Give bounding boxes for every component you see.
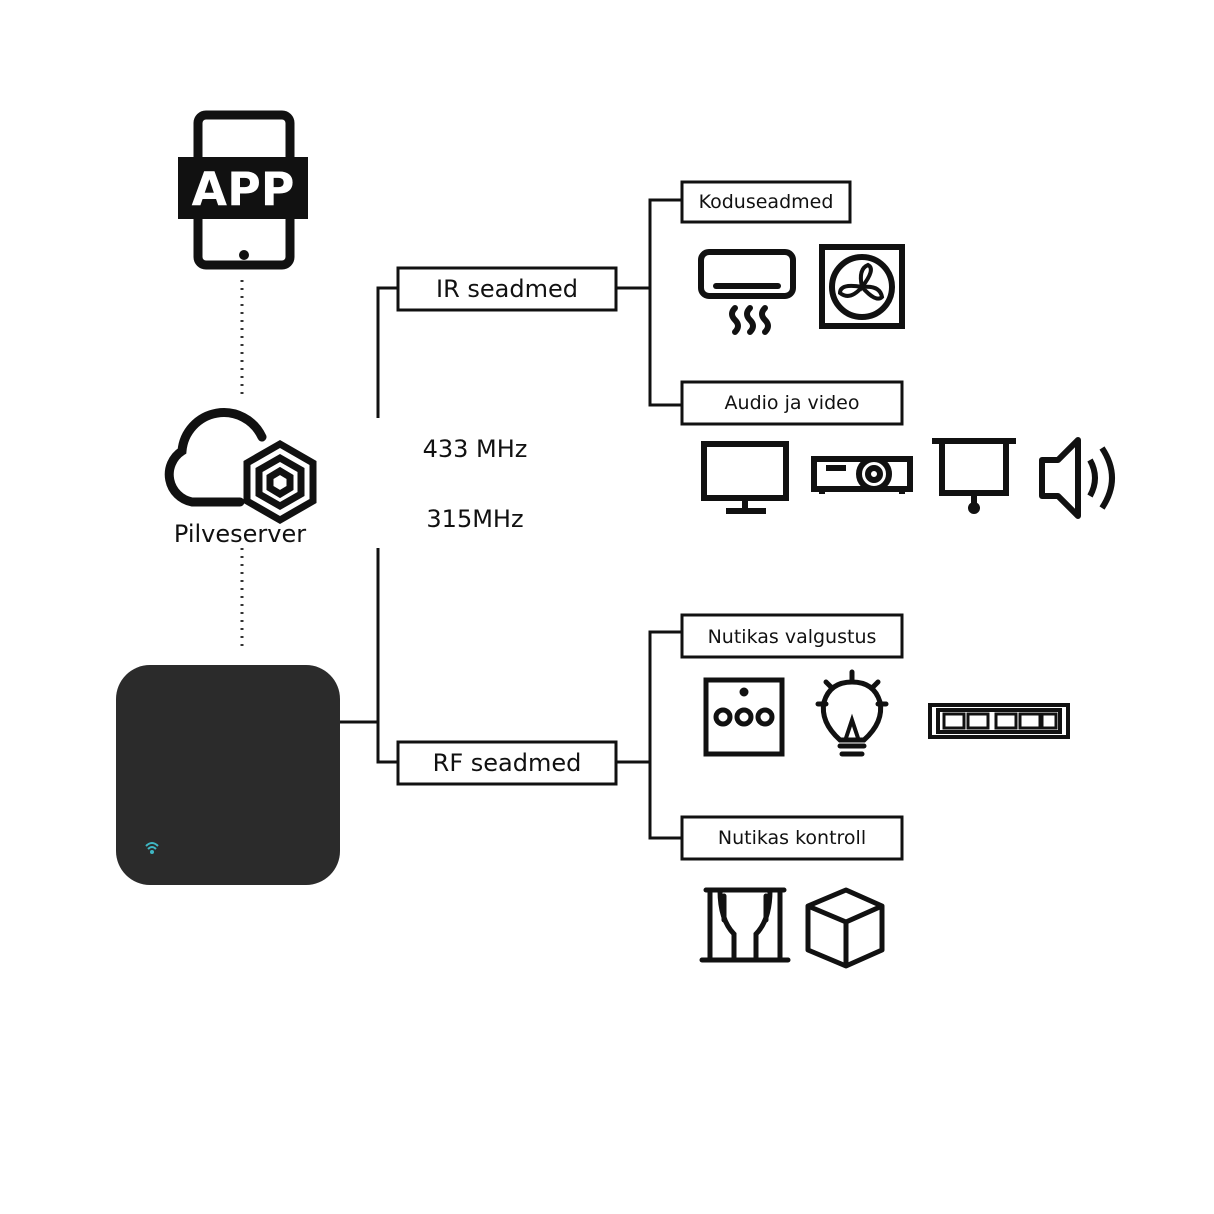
ir-devices-label: IR seadmed	[436, 275, 578, 303]
rf-devices-box: RF seadmed	[396, 740, 618, 786]
rf-devices-label: RF seadmed	[433, 749, 582, 777]
app-phone-icon: APP	[178, 110, 308, 270]
ir-devices-box: IR seadmed	[396, 266, 618, 312]
projector-icon	[811, 456, 913, 494]
projection-screen-icon	[932, 438, 1016, 514]
led-strip-icon	[928, 703, 1070, 739]
light-bulb-icon	[815, 669, 889, 757]
home-appliances-label: Koduseadmed	[699, 191, 834, 213]
fan-icon	[819, 244, 905, 329]
tv-monitor-icon	[701, 441, 789, 514]
frequency-433-label: 433 MHz	[423, 435, 528, 463]
audio-video-box: Audio ja video	[680, 380, 904, 426]
frequency-315-label: 315MHz	[426, 505, 523, 533]
curtain-icon	[699, 887, 791, 963]
air-conditioner-icon	[698, 249, 796, 335]
wifi-icon	[145, 842, 159, 850]
smart-control-box: Nutikas kontroll	[680, 815, 904, 861]
speaker-icon	[1039, 437, 1115, 519]
cloud-label: Pilveserver	[174, 520, 306, 548]
cloud-icon	[164, 408, 267, 507]
smart-lighting-label: Nutikas valgustus	[708, 626, 877, 648]
audio-video-label: Audio ja video	[725, 392, 860, 414]
home-appliances-box: Koduseadmed	[680, 180, 852, 224]
smart-control-label: Nutikas kontroll	[718, 827, 866, 849]
smart-lighting-box: Nutikas valgustus	[680, 613, 904, 659]
app-label: APP	[191, 162, 294, 216]
cube-sensor-icon	[805, 887, 885, 969]
hexagon-logo-icon	[243, 439, 317, 525]
smart-hub-device	[116, 665, 340, 885]
wall-switch-icon	[703, 677, 785, 757]
connector-lines	[340, 198, 682, 840]
